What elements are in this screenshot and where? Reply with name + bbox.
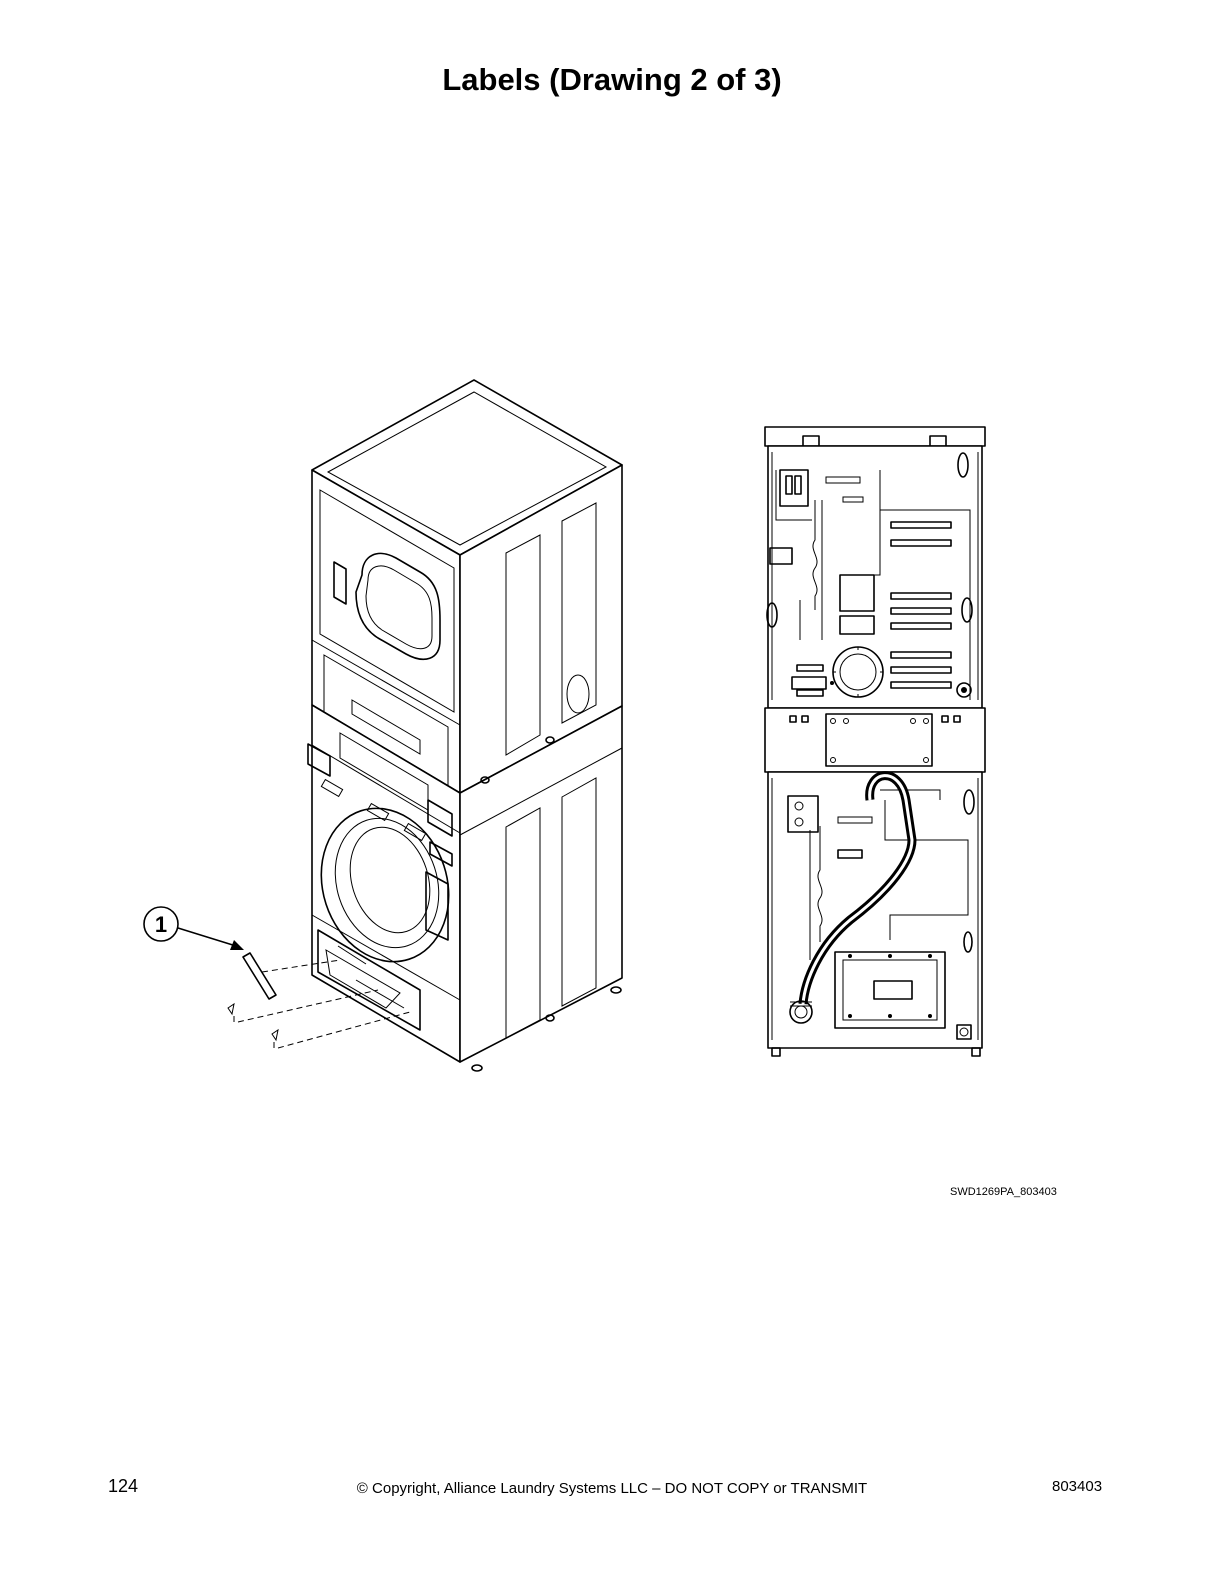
page-number: 124 (108, 1476, 139, 1496)
drawing-code: SWD1269PA_803403 (950, 1186, 1057, 1198)
callout-number: 1 (155, 912, 167, 937)
page-title: Labels (Drawing 2 of 3) (442, 62, 782, 97)
front-view-stacked-unit (307, 379, 623, 1072)
document-number: 803403 (1052, 1478, 1103, 1495)
rear-view-stacked-unit (764, 426, 986, 1057)
callout-1: 1 (143, 906, 244, 950)
vent-slots (796, 521, 952, 697)
label-part (227, 952, 411, 1050)
copyright-notice: © Copyright, Alliance Laundry Systems LL… (356, 1480, 868, 1497)
